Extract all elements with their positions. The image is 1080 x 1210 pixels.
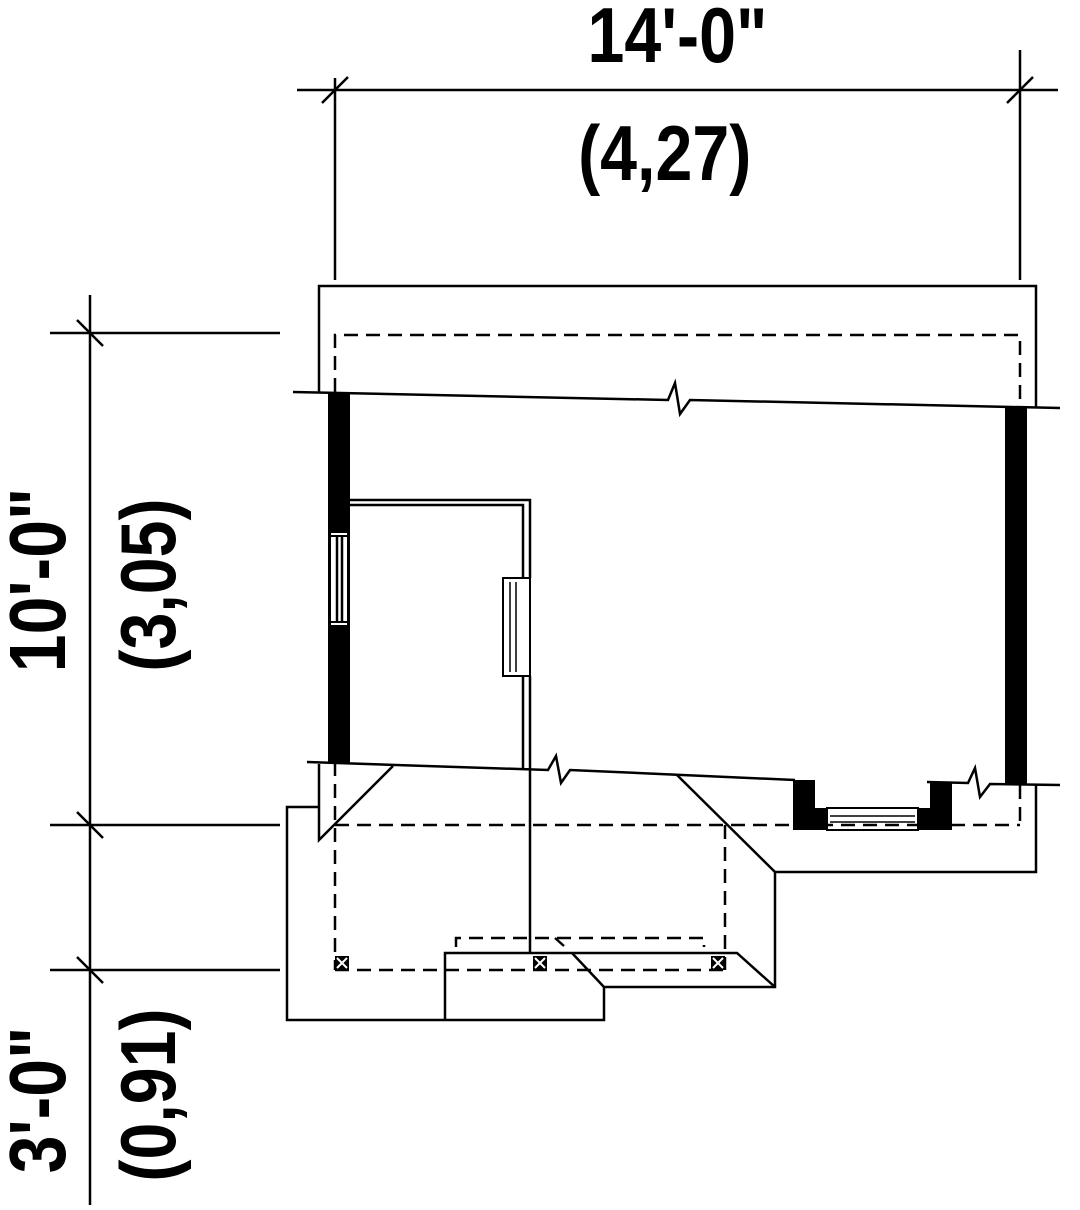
width-imperial-label: 14'-0"	[588, 0, 768, 79]
porch-metric-label: (0,91)	[105, 1008, 192, 1181]
roof-overhang	[317, 284, 1038, 408]
bottom-wall	[306, 752, 1061, 831]
post-icon	[335, 956, 725, 970]
depth-metric-label: (3,05)	[105, 498, 192, 671]
porch-imperial-label: 3'-0"	[0, 1027, 82, 1174]
width-metric-label: (4,27)	[578, 110, 751, 197]
left-wall	[328, 392, 350, 764]
depth-imperial-label: 10'-0"	[0, 488, 82, 672]
right-wall	[1005, 408, 1027, 785]
porch-roof	[285, 764, 1038, 1022]
interior-wall	[350, 498, 532, 953]
porch-step	[443, 951, 776, 1020]
porch-beams	[333, 762, 1022, 972]
depth-dimension-line	[50, 295, 280, 1205]
top-wall-line	[292, 378, 1061, 418]
width-dimension-line	[297, 50, 1058, 280]
